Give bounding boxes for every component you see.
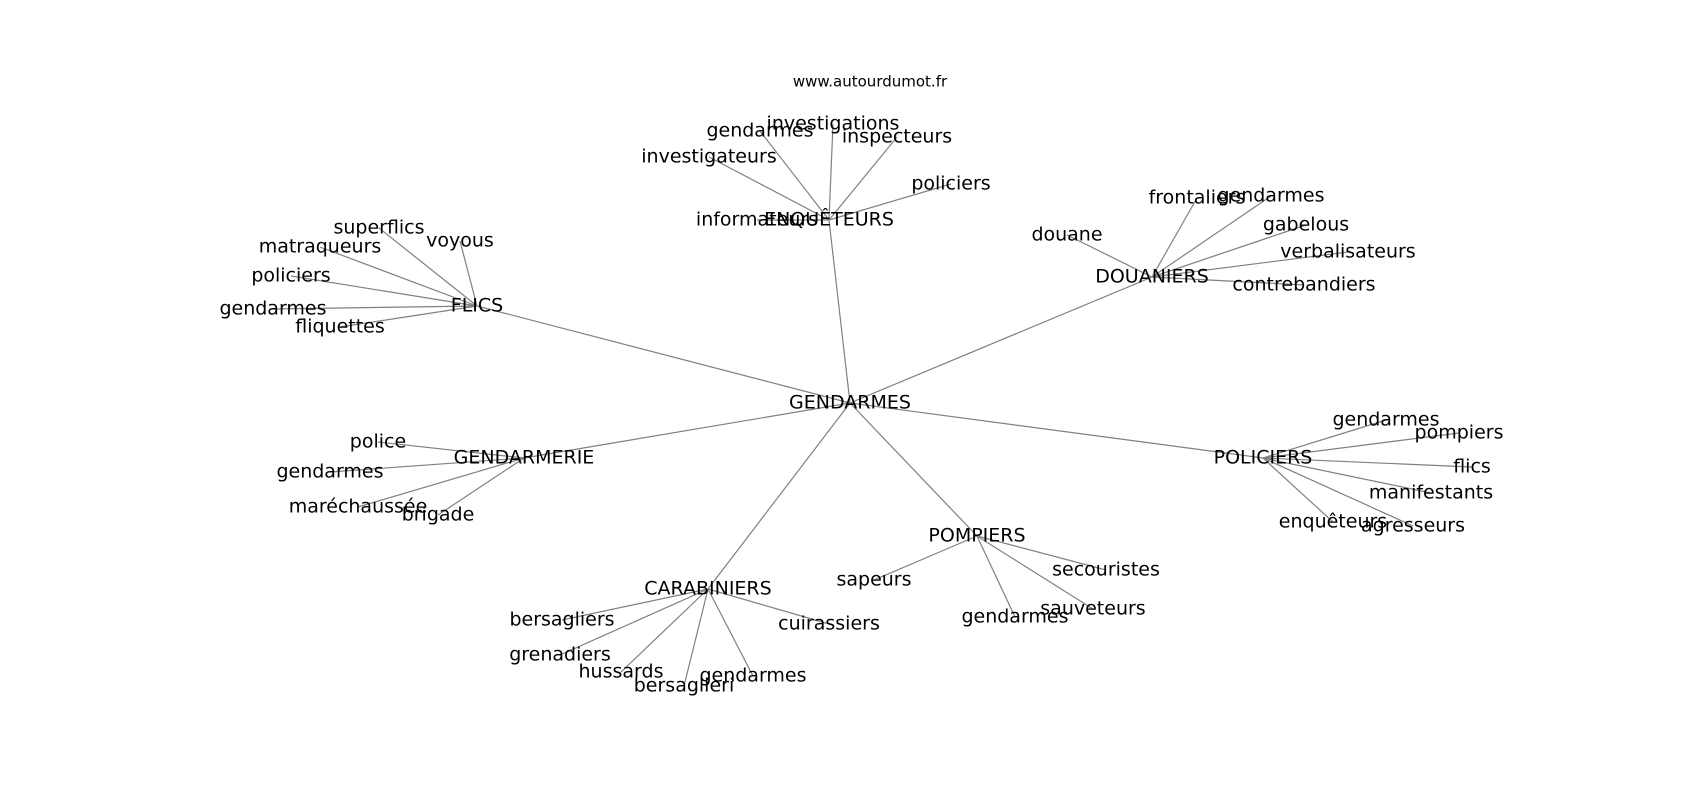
leaf-node-enqueteurs[interactable]: informateurs xyxy=(696,209,818,231)
leaf-node-douaniers[interactable]: douane xyxy=(1031,224,1102,246)
leaf-node-pompiers[interactable]: secouristes xyxy=(1052,559,1160,581)
edge-flics-leaf xyxy=(378,227,478,307)
leaf-node-policiers[interactable]: flics xyxy=(1453,456,1491,478)
leaf-node-pompiers[interactable]: sapeurs xyxy=(836,569,911,591)
edge-center-douaniers xyxy=(849,276,1153,404)
leaf-node-douaniers[interactable]: gabelous xyxy=(1263,214,1349,236)
edge-enqueteurs-leaf xyxy=(759,130,830,221)
edge-enqueteurs-leaf xyxy=(828,136,898,221)
hub-node-enqueteurs[interactable]: ENQUÊTEURS xyxy=(764,208,894,231)
leaf-node-douaniers[interactable]: contrebandiers xyxy=(1232,274,1375,296)
edge-center-enqueteurs xyxy=(828,219,851,404)
edge-policiers-leaf xyxy=(1262,457,1473,468)
edge-pompiers-leaf xyxy=(976,535,1107,571)
edge-carabiniers-leaf xyxy=(561,588,709,621)
hub-node-pompiers[interactable]: POMPIERS xyxy=(928,525,1025,547)
edge-policiers-leaf xyxy=(1262,432,1460,459)
edge-gendarmerie-leaf xyxy=(437,457,525,516)
labels-layer: www.autourdumot.fr GENDARMESENQUÊTEURSin… xyxy=(219,73,1503,697)
leaf-node-policiers[interactable]: manifestants xyxy=(1369,482,1493,504)
leaf-node-carabiniers[interactable]: cuirassiers xyxy=(778,613,880,635)
edge-enqueteurs-leaf xyxy=(828,123,834,221)
leaf-node-enqueteurs[interactable]: investigations xyxy=(767,113,900,135)
edge-center-pompiers xyxy=(849,402,978,537)
edge-douaniers-leaf xyxy=(1151,224,1307,278)
edge-center-policiers xyxy=(849,402,1264,459)
edge-enqueteurs-leaf xyxy=(708,156,830,221)
edge-douaniers-leaf xyxy=(1151,197,1198,278)
hub-node-policiers[interactable]: POLICIERS xyxy=(1214,447,1313,469)
leaf-node-flics[interactable]: policiers xyxy=(251,265,330,287)
leaf-node-carabiniers[interactable]: hussards xyxy=(579,661,664,683)
leaf-node-enqueteurs[interactable]: investigateurs xyxy=(641,146,776,168)
hub-node-carabiniers[interactable]: CARABINIERS xyxy=(644,578,771,600)
leaf-node-douaniers[interactable]: gendarmes xyxy=(1217,185,1324,207)
edge-carabiniers-leaf xyxy=(707,588,830,625)
leaf-node-carabiniers[interactable]: bersaglieri xyxy=(634,675,735,697)
leaf-node-pompiers[interactable]: gendarmes xyxy=(961,606,1068,628)
edge-douaniers-leaf xyxy=(1151,276,1305,286)
edge-pompiers-leaf xyxy=(976,535,1094,610)
edge-flics-leaf xyxy=(290,275,478,307)
leaf-node-policiers[interactable]: pompiers xyxy=(1415,422,1504,444)
leaf-node-policiers[interactable]: gendarmes xyxy=(1332,409,1439,431)
leaf-node-flics[interactable]: voyous xyxy=(426,230,494,252)
leaf-node-enqueteurs[interactable]: gendarmes xyxy=(706,120,813,142)
edge-flics-leaf xyxy=(319,246,478,307)
edge-center-carabiniers xyxy=(707,402,851,590)
leaf-node-gendarmerie[interactable]: brigade xyxy=(402,504,475,526)
hub-node-douaniers[interactable]: DOUANIERS xyxy=(1095,266,1209,288)
edge-carabiniers-leaf xyxy=(707,588,754,677)
edges-layer xyxy=(272,123,1473,687)
edge-gendarmerie-leaf xyxy=(329,457,525,473)
leaf-node-gendarmerie[interactable]: police xyxy=(350,431,406,453)
edge-flics-leaf xyxy=(339,305,478,328)
leaf-node-enqueteurs[interactable]: inspecteurs xyxy=(842,126,952,148)
edge-enqueteurs-leaf xyxy=(828,183,952,221)
edge-center-flics xyxy=(476,305,851,404)
hub-node-flics[interactable]: FLICS xyxy=(451,295,503,317)
edge-carabiniers-leaf xyxy=(559,588,709,656)
hub-node-gendarmerie[interactable]: GENDARMERIE xyxy=(454,447,595,469)
leaf-node-douaniers[interactable]: verbalisateurs xyxy=(1280,241,1415,263)
leaf-node-gendarmerie[interactable]: maréchaussée xyxy=(289,496,428,518)
leaf-node-flics[interactable]: matraqueurs xyxy=(259,236,382,258)
edge-pompiers-leaf xyxy=(873,535,978,581)
leaf-node-gendarmerie[interactable]: gendarmes xyxy=(276,461,383,483)
edge-policiers-leaf xyxy=(1262,419,1387,459)
edge-flics-leaf xyxy=(272,305,478,310)
edge-policiers-leaf xyxy=(1262,457,1414,527)
leaf-node-flics[interactable]: gendarmes xyxy=(219,298,326,320)
leaf-node-enqueteurs[interactable]: policiers xyxy=(911,173,990,195)
leaf-node-carabiniers[interactable]: bersagliers xyxy=(509,609,614,631)
edge-douaniers-leaf xyxy=(1066,234,1153,278)
edge-gendarmerie-leaf xyxy=(377,441,525,459)
leaf-node-flics[interactable]: superflics xyxy=(333,217,424,239)
edge-douaniers-leaf xyxy=(1151,251,1349,278)
leaf-node-flics[interactable]: fliquettes xyxy=(295,316,385,338)
leaf-node-policiers[interactable]: agresseurs xyxy=(1361,515,1465,537)
edge-center-gendarmerie xyxy=(523,402,851,459)
edge-douaniers-leaf xyxy=(1151,195,1272,278)
edge-pompiers-leaf xyxy=(976,535,1016,618)
edge-flics-leaf xyxy=(459,240,478,307)
leaf-node-carabiniers[interactable]: gendarmes xyxy=(699,665,806,687)
leaf-node-policiers[interactable]: enquêteurs xyxy=(1279,511,1387,533)
edge-carabiniers-leaf xyxy=(620,588,709,673)
center-node[interactable]: GENDARMES xyxy=(789,392,911,414)
edge-carabiniers-leaf xyxy=(683,588,709,687)
leaf-node-carabiniers[interactable]: grenadiers xyxy=(509,644,611,666)
watermark-text[interactable]: www.autourdumot.fr xyxy=(793,73,948,91)
leaf-node-pompiers[interactable]: sauveteurs xyxy=(1040,598,1145,620)
edge-policiers-leaf xyxy=(1262,457,1432,494)
edge-gendarmerie-leaf xyxy=(357,457,525,508)
leaf-node-douaniers[interactable]: frontaliers xyxy=(1149,187,1246,209)
edge-policiers-leaf xyxy=(1262,457,1334,523)
